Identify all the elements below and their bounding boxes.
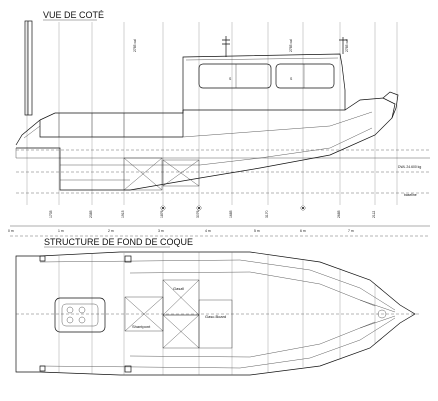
svg-text:3170: 3170 — [265, 210, 269, 218]
station-labels: 1735 2385 1915 1876 3076 1685 3170 2685 … — [49, 210, 376, 218]
svg-text:1876: 1876 — [160, 210, 164, 218]
distance-scale: 0 m 1 m 2 m 3 m 4 m 5 m 6 m 7 m — [8, 225, 430, 237]
svg-text:1685: 1685 — [229, 210, 233, 218]
distance-tick: 3 m — [158, 229, 164, 233]
distance-tick: 7 m — [348, 229, 354, 233]
frame-label: 2785 cal — [133, 39, 137, 52]
compartment-label: Gasc.Board — [205, 314, 226, 319]
svg-text:2685: 2685 — [337, 210, 341, 218]
frame-label: 2785 cal — [345, 39, 349, 52]
hull-structure-title: STRUCTURE DE FOND DE COQUE — [44, 237, 193, 247]
svg-text:3076: 3076 — [196, 210, 200, 218]
svg-text:S: S — [229, 77, 232, 81]
distance-tick: 6 m — [300, 229, 306, 233]
distance-tick: 0 m — [8, 229, 14, 233]
svg-text:1915: 1915 — [121, 210, 125, 218]
distance-tick: 2 m — [108, 229, 114, 233]
engine-block — [54, 297, 106, 333]
distance-tick: 1 m — [58, 229, 64, 233]
hull-outline — [15, 251, 416, 376]
svg-text:2385: 2385 — [89, 210, 93, 218]
svg-text:1735: 1735 — [49, 210, 53, 218]
wheelhouse-window — [275, 63, 335, 89]
station-markers — [160, 205, 306, 211]
distance-tick: 4 m — [205, 229, 211, 233]
frame-label: 2785 cal — [289, 39, 293, 52]
svg-text:S: S — [290, 77, 293, 81]
wheelhouse-window — [198, 63, 272, 89]
compartment-label: Shantpont — [132, 324, 151, 329]
side-view: S S — [15, 20, 430, 205]
hull-plan-view — [15, 251, 420, 376]
compartment-label: Gaszll — [173, 286, 184, 291]
svg-text:2112: 2112 — [372, 211, 376, 218]
wheelhouse — [182, 53, 346, 111]
exhaust-stack — [24, 20, 33, 116]
baseline-label: baseline — [404, 193, 417, 197]
dwl-label: DWL 24.600 kg — [398, 165, 421, 169]
distance-tick: 5 m — [254, 229, 260, 233]
side-view-title: VUE DE COTÉ — [43, 10, 104, 20]
